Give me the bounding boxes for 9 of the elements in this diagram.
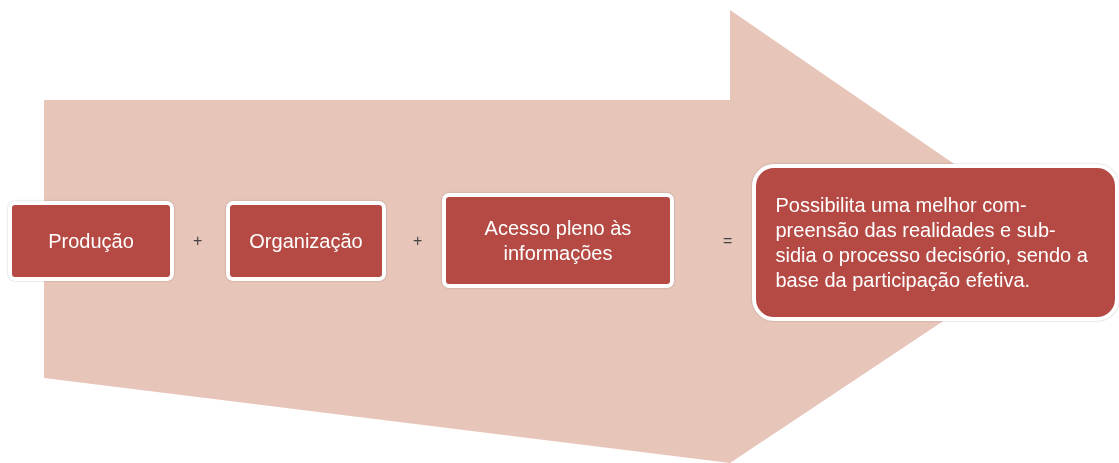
box-text: Acesso pleno às informações: [483, 215, 633, 266]
plus-sign: +: [193, 232, 203, 250]
box-text: Produção: [48, 228, 134, 254]
process-box: [226, 201, 386, 281]
box-text: Possibilita uma melhor com- preensão das realidades e sub- sidia o processo decisório, sendo a base da participação efetiva.: [775, 192, 1089, 293]
box-text: Organização: [249, 228, 363, 254]
plus-sign: +: [413, 232, 423, 250]
process-box: [442, 193, 674, 288]
equals-sign: =: [723, 232, 733, 250]
